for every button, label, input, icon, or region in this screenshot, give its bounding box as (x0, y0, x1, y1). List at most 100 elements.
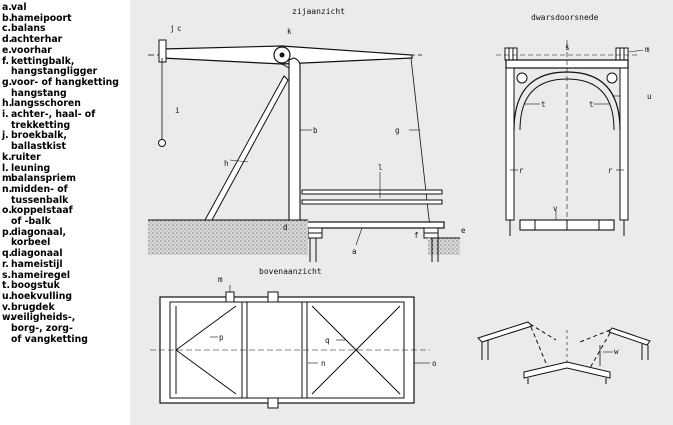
label-c: c (177, 24, 182, 33)
label-f: f (414, 231, 419, 240)
legend-text: koppelstaaf of -balk (11, 205, 73, 228)
label-q: q (325, 336, 330, 345)
legend-text: broekbalk, ballastkist (11, 130, 67, 153)
legend-letter: n. (2, 183, 13, 195)
legend-text: leuning (11, 162, 51, 174)
legend-letter: m. (2, 173, 16, 185)
label-a: a (352, 247, 357, 256)
label-m-section: m (645, 45, 650, 54)
legend-item: c.balans (2, 24, 130, 35)
side-view-labels: c j k i b g h l d e f a (170, 24, 466, 256)
legend-item: n.midden- of tussenbalk (2, 183, 130, 206)
legend-letter: v. (2, 301, 11, 313)
legend-item: r.hameistijl (2, 258, 130, 271)
side-view-title: zijaanzicht (292, 7, 345, 16)
legend-letter: h. (2, 98, 13, 110)
legend-item: m.balanspriem (2, 174, 130, 185)
label-s: s (565, 43, 570, 52)
legend-text: ruiter (11, 151, 41, 163)
legend-letter: q. (2, 248, 13, 260)
side-view: zijaanzicht (148, 7, 460, 262)
legend-letter: f. (2, 55, 10, 67)
legend-item: e.voorhar (2, 44, 130, 57)
label-m-top: m (218, 275, 223, 284)
legend-item: w.veiligheids-, borg-, zorg- of vangkett… (2, 313, 130, 345)
hamei-post (288, 57, 301, 223)
legend-item: p.diagonaal, korbeel (2, 227, 130, 249)
label-u: u (647, 92, 652, 101)
legend-letter: r. (2, 258, 9, 270)
broekbalk (158, 39, 167, 63)
label-d: d (283, 223, 288, 232)
legend-text: hameiregel (11, 269, 71, 281)
label-w: w (614, 347, 619, 356)
legend-letter: i. (2, 109, 9, 121)
legend-item: l.leuning (2, 162, 130, 175)
legend-item: b.hameipoort (2, 12, 130, 25)
legend-text: voor- of hangketting hangstang (11, 76, 119, 99)
top-view: bovenaanzicht (150, 267, 430, 409)
legend-text: kettingbalk, hangstangligger (11, 55, 98, 78)
label-i: i (175, 106, 180, 115)
legend-text: langsschoren (11, 98, 81, 110)
legend-text: boogstuk (11, 280, 60, 292)
legend-letter: j. (2, 130, 9, 142)
legend-text: achterhar (11, 34, 63, 46)
legend-text: val (11, 2, 27, 13)
drawbridge-drawing: zijaanzicht (130, 0, 673, 425)
legend-item: d.achterhar (2, 34, 130, 46)
label-g: g (395, 126, 400, 135)
legend-text: voorhar (11, 44, 52, 56)
legend-text: diagonaal (11, 248, 63, 260)
legend-text: hoekvulling (11, 290, 73, 302)
legend-letter: g. (2, 76, 13, 88)
legend-letter: c. (2, 23, 12, 35)
legend-letter: t. (2, 280, 10, 292)
label-o: o (432, 359, 437, 368)
legend-item: f.kettingbalk, hangstangligger (2, 55, 130, 78)
label-t-left: t (541, 100, 546, 109)
label-e: e (461, 226, 466, 235)
legend-text: hameistijl (11, 258, 63, 270)
legend-text: brugdek (11, 301, 55, 313)
legend-text: midden- of tussenbalk (11, 183, 69, 206)
safety-chain-detail (477, 321, 651, 384)
legend-text: veiligheids-, borg-, zorg- of vangkettin… (11, 312, 88, 345)
legend-item: i.achter-, haal- of trekketting (2, 109, 130, 131)
legend-item: v.brugdek (2, 301, 130, 314)
legend-text: balans (11, 23, 46, 35)
legend-text: hameipoort (11, 12, 72, 24)
legend-letter: e. (2, 44, 12, 56)
legend-item: s.hameiregel (2, 269, 130, 282)
label-h: h (224, 159, 229, 168)
legend-text: achter-, haal- of trekketting (11, 109, 96, 131)
legend-letter: o. (2, 205, 12, 217)
legend-item: g.voor- of hangketting hangstang (2, 76, 130, 99)
legend-letter: s. (2, 269, 12, 281)
label-r-right: r (608, 166, 613, 175)
top-view-title: bovenaanzicht (259, 267, 322, 276)
legend-item: h.langsschoren (2, 99, 130, 110)
cross-section: dwarsdoorsnede (496, 13, 644, 236)
label-j: j (170, 24, 175, 33)
legend-item: a.val (2, 2, 130, 14)
label-l: l (378, 163, 383, 172)
legend-item: u.hoekvulling (2, 290, 130, 303)
top-view-labels: m p q n o (218, 275, 437, 368)
legend-text: balanspriem (11, 173, 76, 185)
legend-letter: a. (2, 2, 12, 13)
legend-item: j.broekbalk, ballastkist (2, 130, 130, 153)
label-v: v (553, 204, 558, 213)
legend-item: o.koppelstaaf of -balk (2, 205, 130, 228)
label-b: b (313, 126, 318, 135)
label-k: k (287, 27, 292, 36)
label-t-right: t (589, 100, 594, 109)
cross-section-title: dwarsdoorsnede (531, 13, 599, 22)
legend-item: t.boogstuk (2, 281, 130, 292)
legend-letter: d. (2, 34, 13, 46)
legend-letter: w. (2, 312, 14, 324)
legend-letter: k. (2, 151, 12, 163)
legend-item: k.ruiter (2, 151, 130, 164)
label-p: p (219, 333, 224, 342)
